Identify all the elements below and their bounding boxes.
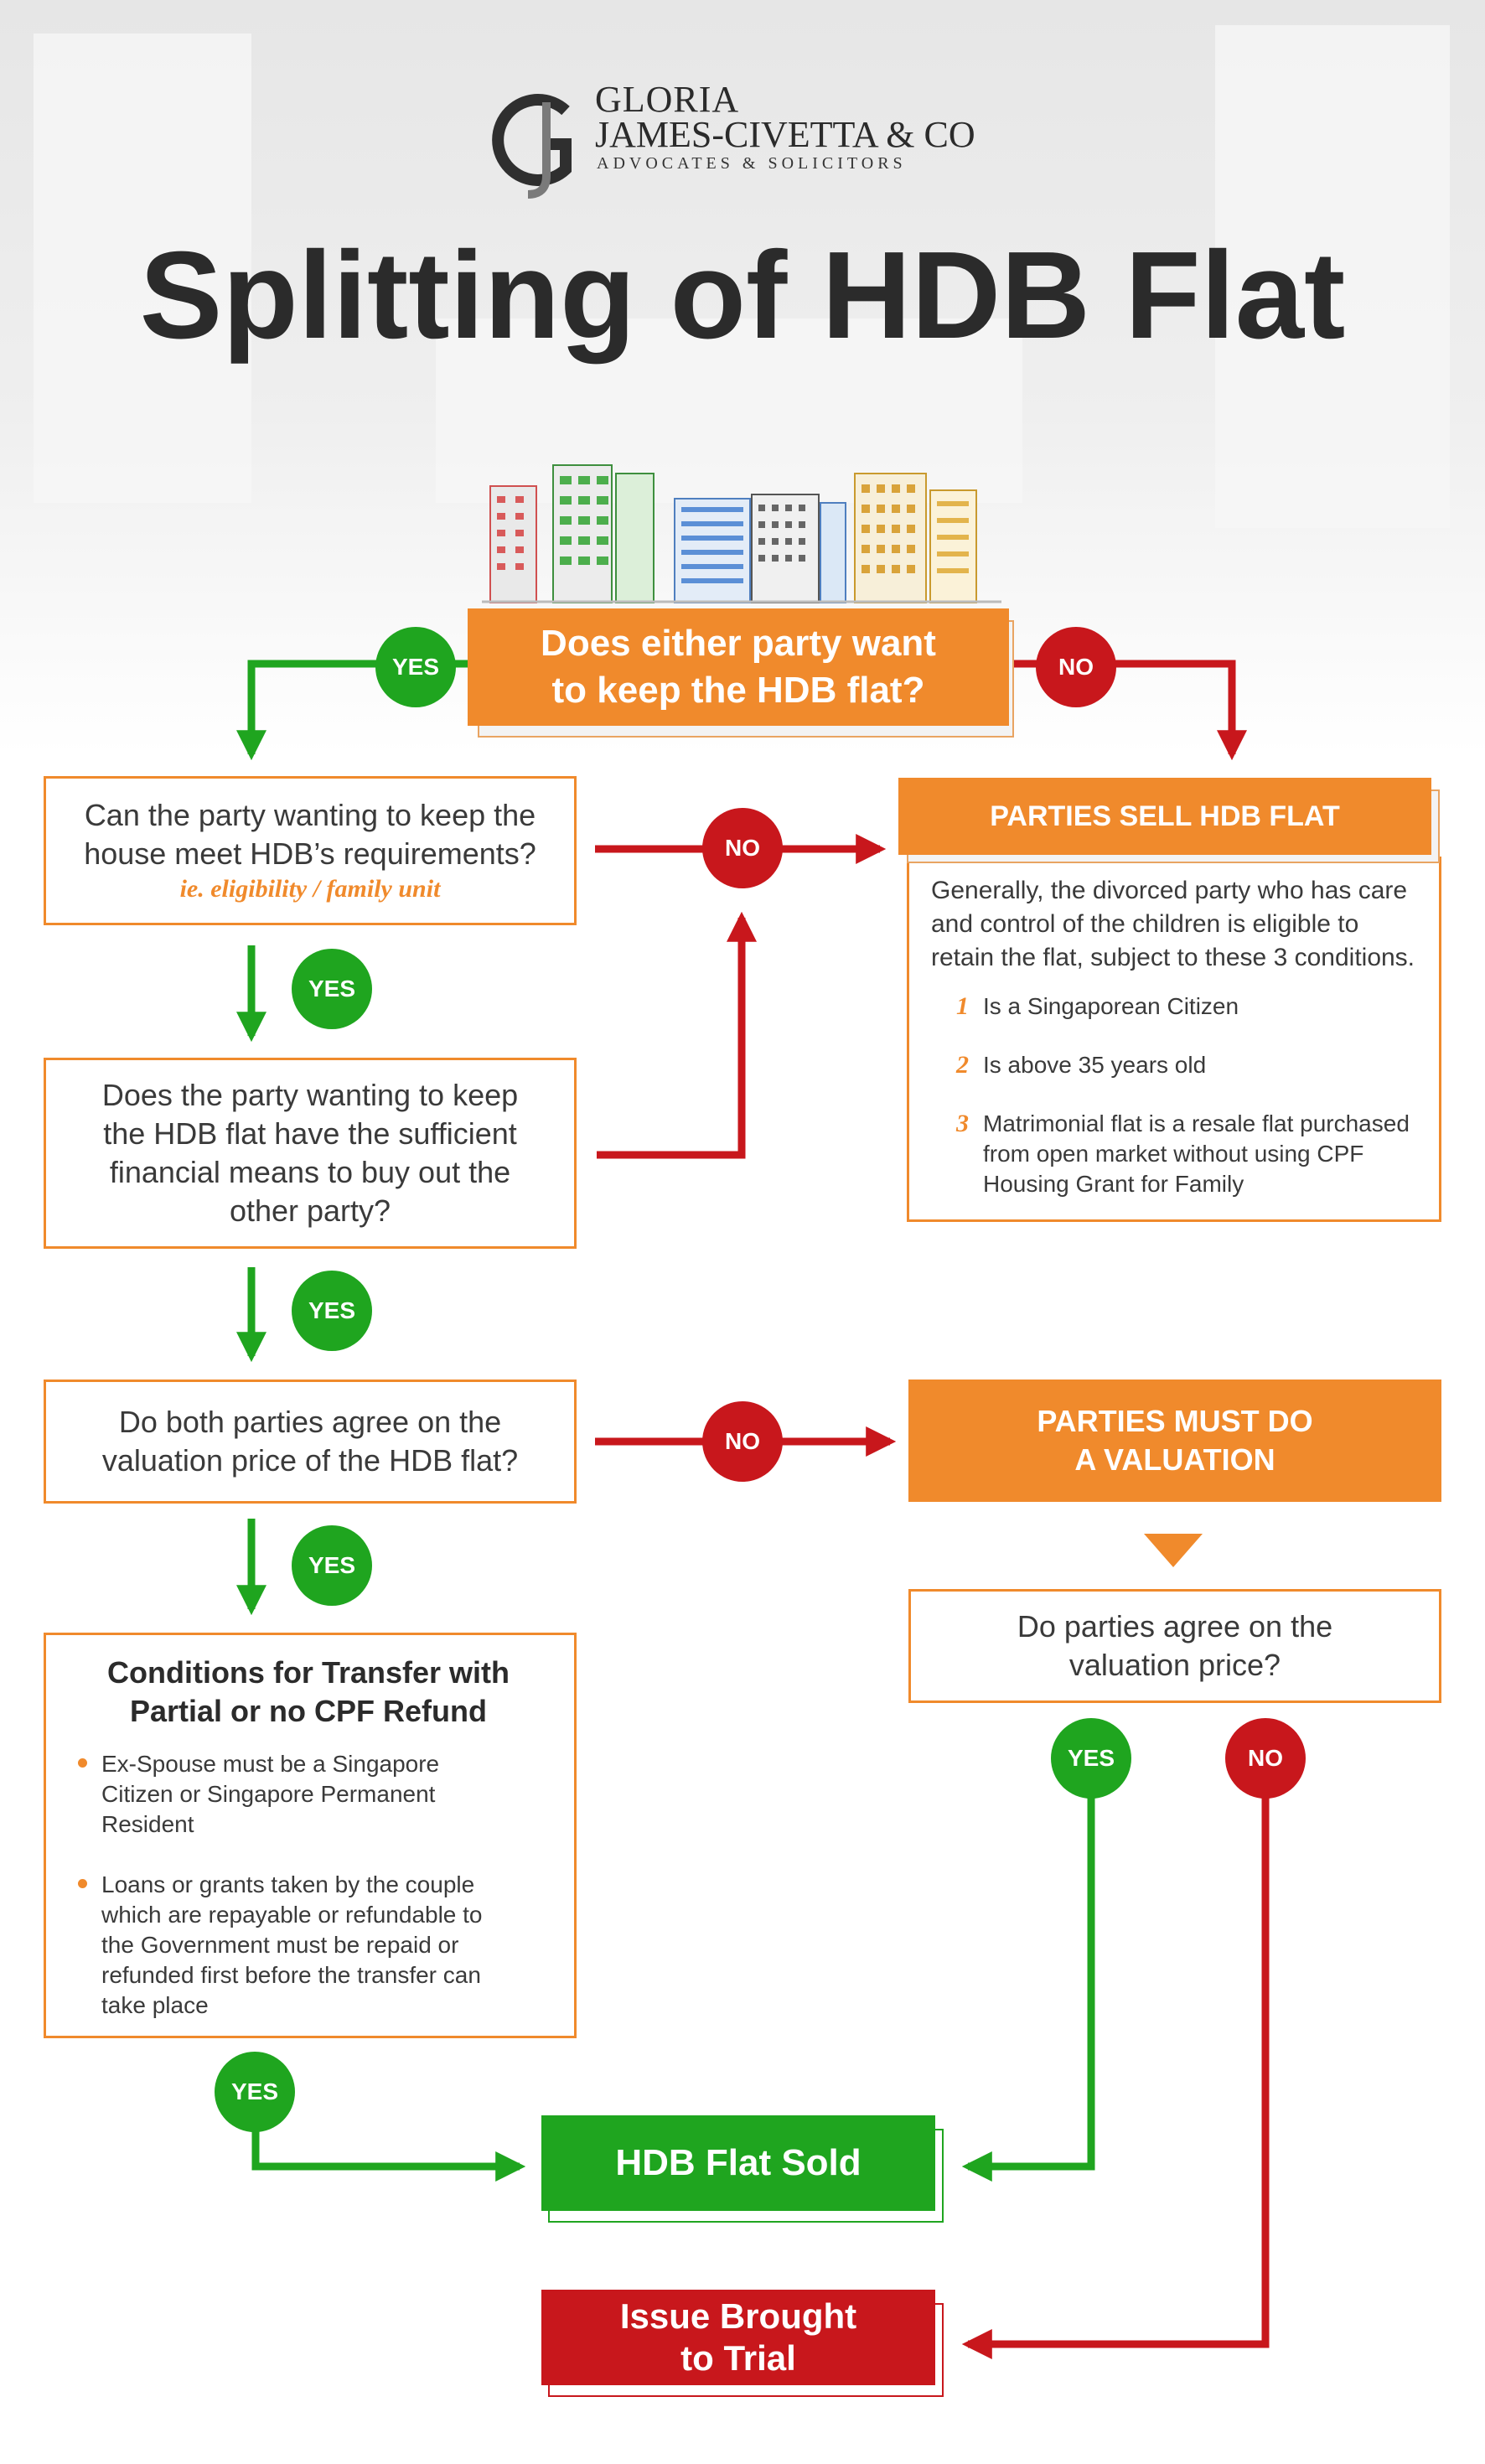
- main-question-box: Does either party want to keep the HDB f…: [468, 608, 1009, 726]
- yes-label: YES: [375, 627, 456, 707]
- transfer-conditions-list: Ex-Spouse must be a Singapore Citizen or…: [78, 1749, 483, 2021]
- requirements-question-line: house meet HDB’s requirements?: [84, 836, 536, 871]
- no-label: NO: [1036, 627, 1116, 707]
- transfer-conditions-box: Conditions for Transfer with Partial or …: [44, 1633, 577, 2038]
- valuation-question-box: Do both parties agree on the valuation p…: [44, 1380, 577, 1504]
- financial-question-line: Does the party wanting to keep: [101, 1078, 519, 1112]
- firm-tagline: ADVOCATES & SOLICITORS: [597, 154, 907, 173]
- hdb-buildings-icon: [482, 461, 1001, 603]
- no-label: NO: [702, 808, 783, 888]
- yes-label: YES: [292, 1525, 372, 1606]
- transfer-title-line: Partial or no CPF Refund: [129, 1694, 488, 1728]
- transfer-conditions-title: Conditions for Transfer with Partial or …: [85, 1654, 532, 1731]
- financial-question-line: the HDB flat have the sufficient: [103, 1116, 517, 1151]
- sell-conditions-box: Generally, the divorced party who has ca…: [907, 857, 1441, 1222]
- financial-question-line: other party?: [229, 1193, 391, 1228]
- sell-condition-item: 2 Is above 35 years old: [956, 1051, 1207, 1079]
- transfer-condition-item: Ex-Spouse must be a Singapore Citizen or…: [78, 1749, 483, 1840]
- requirements-question-box: Can the party wanting to keep the house …: [44, 776, 577, 925]
- firm-name-line2: JAMES-CIVETTA & CO: [595, 114, 975, 155]
- no-label: NO: [1225, 1718, 1306, 1799]
- background-building: [34, 34, 251, 503]
- sell-header: PARTIES SELL HDB FLAT: [898, 778, 1431, 855]
- yes-label: YES: [292, 949, 372, 1029]
- bullet-icon: [78, 1879, 87, 1888]
- financial-question-box: Does the party wanting to keep the HDB f…: [44, 1058, 577, 1249]
- valuation-question-line: Do both parties agree on the: [118, 1405, 502, 1439]
- main-question-line: Does either party want: [541, 623, 936, 664]
- valuation-header: PARTIES MUST DO A VALUATION: [908, 1380, 1441, 1502]
- main-question-line: to keep the HDB flat?: [551, 670, 925, 711]
- outcome-trial: Issue Brought to Trial: [541, 2290, 935, 2385]
- requirements-question-line: Can the party wanting to keep the: [84, 798, 536, 832]
- requirements-note: ie. eligibility / family unit: [179, 875, 441, 903]
- sell-condition-item: 1 Is a Singaporean Citizen: [956, 992, 1239, 1020]
- no-label: NO: [702, 1401, 783, 1482]
- firm-name-line1: GLORIA: [595, 79, 740, 120]
- gj-monogram-icon: [486, 77, 587, 203]
- page-title: Splitting of HDB Flat: [139, 226, 1346, 365]
- yes-label: YES: [215, 2052, 295, 2132]
- transfer-condition-item: Loans or grants taken by the couple whic…: [78, 1870, 483, 2021]
- sell-conditions-list: 1 Is a Singaporean Citizen 2 Is above 35…: [956, 991, 1410, 1199]
- outcome-sold: HDB Flat Sold: [541, 2115, 935, 2211]
- valuation-agree-box: Do parties agree on the valuation price?: [908, 1589, 1441, 1703]
- bullet-icon: [78, 1758, 87, 1768]
- valuation-question-line: valuation price of the HDB flat?: [101, 1443, 519, 1478]
- sell-intro: Generally, the divorced party who has ca…: [931, 877, 1415, 971]
- yes-label: YES: [292, 1271, 372, 1351]
- yes-label: YES: [1051, 1718, 1131, 1799]
- sell-condition-item: 3 Matrimonial flat is a resale flat purc…: [956, 1110, 1410, 1197]
- background-building: [436, 318, 1022, 503]
- financial-question-line: financial means to buy out the: [109, 1155, 511, 1189]
- transfer-title-line: Conditions for Transfer with: [106, 1655, 510, 1690]
- background-building: [1215, 25, 1450, 528]
